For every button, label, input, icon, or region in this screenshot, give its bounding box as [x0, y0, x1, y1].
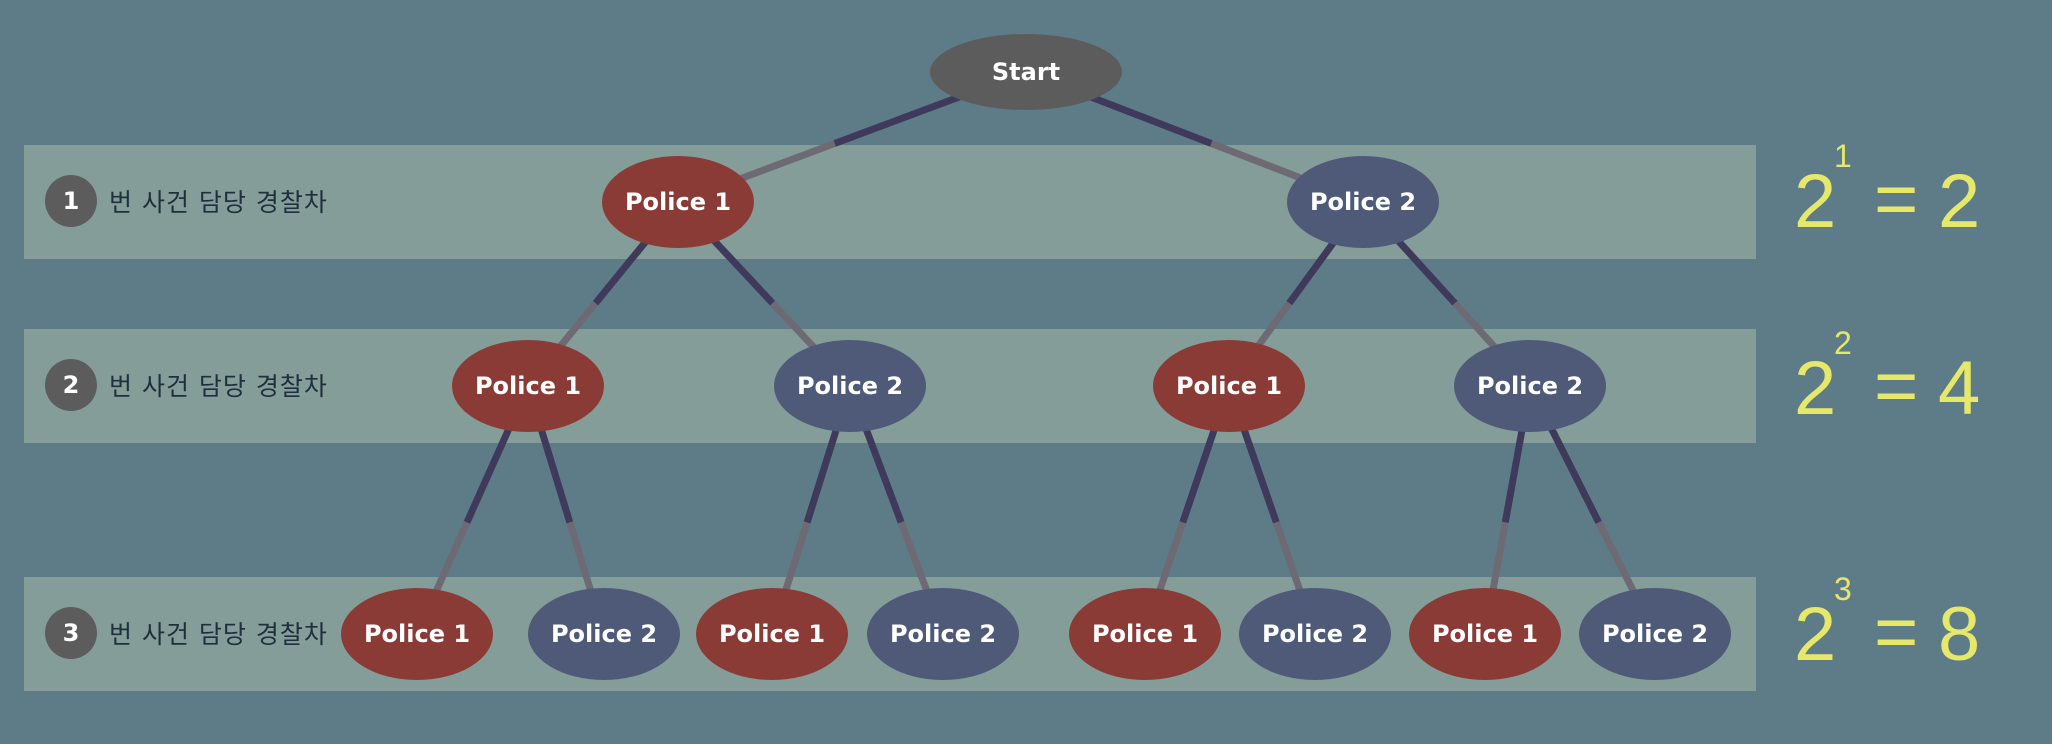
level-3-node-5-police1-shape	[1069, 588, 1221, 680]
formula-3-exponent: 3	[1834, 571, 1852, 607]
level-1-text: 번 사건 담당 경찰차	[109, 188, 328, 217]
start-node-shape	[930, 34, 1122, 110]
level-3-node-2-police2-label: Police 2	[551, 620, 657, 648]
level-1-band	[24, 145, 1756, 259]
level-2-node-4-police2-label: Police 2	[1477, 372, 1583, 400]
formula-2-result: 4	[1938, 346, 1981, 431]
level-2-formula: 2 2 = 4	[1790, 327, 1990, 447]
formula-2-exponent: 2	[1834, 325, 1852, 361]
level-3-node-3-police1: Police 1	[696, 588, 848, 680]
level-2-node-1-police1-label: Police 1	[475, 372, 581, 400]
level-3-node-6-police2: Police 2	[1239, 588, 1391, 680]
level-3-badge: 3	[45, 607, 97, 659]
level-3-node-4-police2-label: Police 2	[890, 620, 996, 648]
level-3-node-1-police1-shape	[341, 588, 493, 680]
level-3-node-8-police2: Police 2	[1579, 588, 1731, 680]
level-2-label: 2 번 사건 담당 경찰차	[45, 359, 328, 411]
level-1-node-2-police2-shape	[1287, 156, 1439, 248]
formula-1-result: 2	[1938, 159, 1981, 244]
level-2-node-2-police2-shape	[774, 340, 926, 432]
level-3-node-3-police1-shape	[696, 588, 848, 680]
level-3-node-5-police1: Police 1	[1069, 588, 1221, 680]
level-2-node-2-police2-label: Police 2	[797, 372, 903, 400]
level-3-node-3-police1-label: Police 1	[719, 620, 825, 648]
level-3-formula: 2 3 = 8	[1790, 573, 1990, 693]
level-3-text: 번 사건 담당 경찰차	[109, 620, 328, 649]
level-2-node-3-police1: Police 1	[1153, 340, 1305, 432]
level-1-node-2-police2-label: Police 2	[1310, 188, 1416, 216]
level-1-node-1-police1: Police 1	[602, 156, 754, 248]
level-1-formula: 2 1 = 2	[1790, 140, 1990, 260]
level-3-node-2-police2: Police 2	[528, 588, 680, 680]
level-3-node-7-police1-label: Police 1	[1432, 620, 1538, 648]
level-2-node-4-police2-shape	[1454, 340, 1606, 432]
level-3-node-4-police2-shape	[867, 588, 1019, 680]
formula-1-equals: =	[1874, 157, 1919, 242]
level-3-node-5-police1-label: Police 1	[1092, 620, 1198, 648]
level-3-label: 3 번 사건 담당 경찰차	[45, 607, 328, 659]
formula-2-equals: =	[1874, 344, 1919, 429]
level-2-node-4-police2: Police 2	[1454, 340, 1606, 432]
start-node-label: Start	[992, 58, 1060, 86]
level-3-node-7-police1: Police 1	[1409, 588, 1561, 680]
level-3-node-2-police2-shape	[528, 588, 680, 680]
level-3-node-6-police2-shape	[1239, 588, 1391, 680]
level-2-node-2-police2: Police 2	[774, 340, 926, 432]
level-2-node-3-police1-shape	[1153, 340, 1305, 432]
formula-1-exponent: 1	[1834, 138, 1852, 174]
level-3-node-8-police2-label: Police 2	[1602, 620, 1708, 648]
level-3-node-1-police1: Police 1	[341, 588, 493, 680]
level-3-node-6-police2-label: Police 2	[1262, 620, 1368, 648]
formula-3-base: 2	[1794, 592, 1837, 677]
level-3-node-4-police2: Police 2	[867, 588, 1019, 680]
formula-2-base: 2	[1794, 346, 1837, 431]
level-3-node-7-police1-shape	[1409, 588, 1561, 680]
formula-3-equals: =	[1874, 590, 1919, 675]
level-1-label: 1 번 사건 담당 경찰차	[45, 175, 328, 227]
level-2-node-3-police1-label: Police 1	[1176, 372, 1282, 400]
level-3-node-8-police2-shape	[1579, 588, 1731, 680]
level-2-text: 번 사건 담당 경찰차	[109, 372, 328, 401]
level-2-node-1-police1: Police 1	[452, 340, 604, 432]
formula-3-result: 8	[1938, 592, 1981, 677]
level-2-node-1-police1-shape	[452, 340, 604, 432]
level-1-node-1-police1-shape	[602, 156, 754, 248]
level-1-node-1-police1-label: Police 1	[625, 188, 731, 216]
level-3-node-1-police1-label: Police 1	[364, 620, 470, 648]
level-1-badge: 1	[45, 175, 97, 227]
formula-1-base: 2	[1794, 159, 1837, 244]
start-node: Start	[930, 34, 1122, 110]
level-2-badge: 2	[45, 359, 97, 411]
level-1-node-2-police2: Police 2	[1287, 156, 1439, 248]
